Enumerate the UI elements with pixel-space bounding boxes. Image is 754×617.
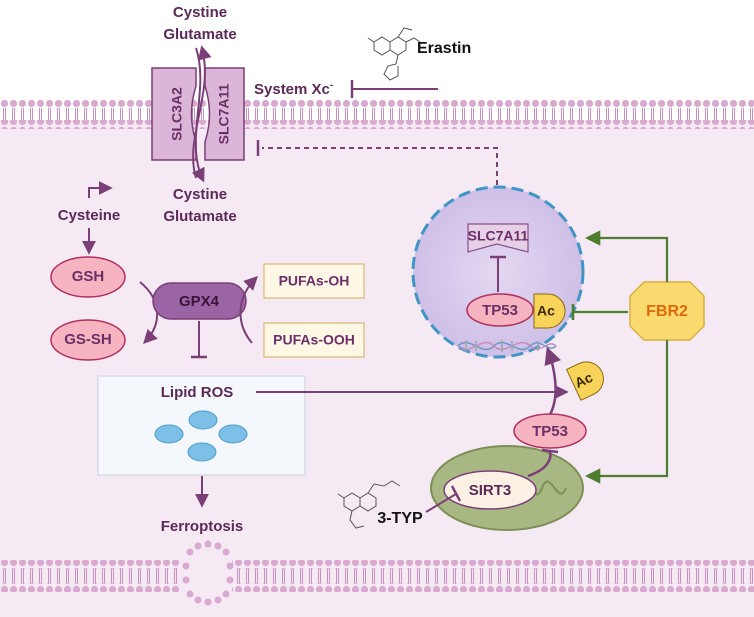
tp53-nuclear-translocation-arrow: [544, 346, 562, 419]
glutamate-top-label: Glutamate: [163, 26, 236, 43]
slc7a11-membrane-label: SLC7A11: [216, 83, 232, 144]
slc7a11-gene-box: [467, 223, 529, 253]
cystine-import-arrow: [192, 45, 212, 179]
ac-free-label: Ac: [572, 369, 595, 391]
gpx4-label: GPX4: [179, 293, 220, 310]
gpx4-pill: [152, 282, 247, 320]
pufas-oh-box: [263, 263, 365, 299]
fbr2-label: FBR2: [646, 303, 688, 320]
glutamate-bottom-label: Glutamate: [163, 208, 236, 225]
sirt3-inhibition-bar: [541, 448, 559, 454]
pufas-oh-label: PUFAs-OH: [279, 273, 350, 289]
tp53-cytoplasm-oval: [513, 413, 587, 449]
3-typ-inhibition-line: [425, 493, 457, 513]
cysteine-label: Cysteine: [58, 207, 121, 224]
gsh-oval: [50, 256, 126, 298]
pufas-reduction-arrow: [239, 276, 258, 344]
pufas-ooh-box: [263, 322, 365, 358]
ros-droplets: [154, 410, 248, 462]
system-xc-transporter: SLC3A2 SLC7A11: [151, 45, 245, 183]
tp53-nucleus-label: TP53: [482, 302, 518, 319]
erastin-label: Erastin: [417, 40, 471, 57]
acetyl-group-free: Ac: [565, 361, 604, 401]
pufas-ooh-label: PUFAs-OOH: [273, 332, 355, 348]
gsh-label: GSH: [72, 268, 105, 285]
3-typ-label: 3-TYP: [377, 510, 423, 527]
sirt3-label: SIRT3: [469, 482, 512, 499]
ac-nucleus-label: Ac: [537, 303, 555, 319]
sirt3-oval: [443, 470, 537, 510]
fbr2-to-slc7a11-arrow: [584, 230, 669, 282]
lipid-ros-label: Lipid ROS: [161, 384, 234, 401]
cystine-to-cysteine-arrow: [88, 181, 113, 198]
gssh-oval: [50, 319, 126, 361]
cystine-top-label: Cystine: [173, 4, 227, 21]
system-xc-label: System Xc-: [254, 80, 333, 98]
tp53-nucleus-oval: [466, 293, 534, 327]
membrane-pore: [182, 540, 234, 606]
erastin-structure-icon: [367, 27, 421, 81]
cystine-bottom-label: Cystine: [173, 186, 227, 203]
sirt3-deacetylation-line: [527, 451, 552, 478]
slc3a2-label: SLC3A2: [169, 87, 185, 141]
3-typ-inhibition-bar: [450, 485, 462, 502]
dna-helix-icon: [457, 340, 557, 352]
plasma-membrane-bottom: [0, 540, 754, 617]
plasma-membrane-top: [0, 99, 754, 129]
gssh-label: GS-SH: [64, 331, 112, 348]
ferroptosis-label: Ferroptosis: [161, 518, 244, 535]
slc7a11-nucleus-label: SLC7A11: [468, 228, 529, 244]
glutamate-export-arrow: [191, 47, 205, 183]
acetyl-group-nucleus: [533, 293, 566, 329]
tp53-cytoplasm-label: TP53: [532, 423, 568, 440]
fbr2-octagon: [629, 281, 705, 341]
3-typ-structure-icon: [337, 480, 401, 529]
fbr2-to-sirt3-arrow: [584, 340, 669, 484]
